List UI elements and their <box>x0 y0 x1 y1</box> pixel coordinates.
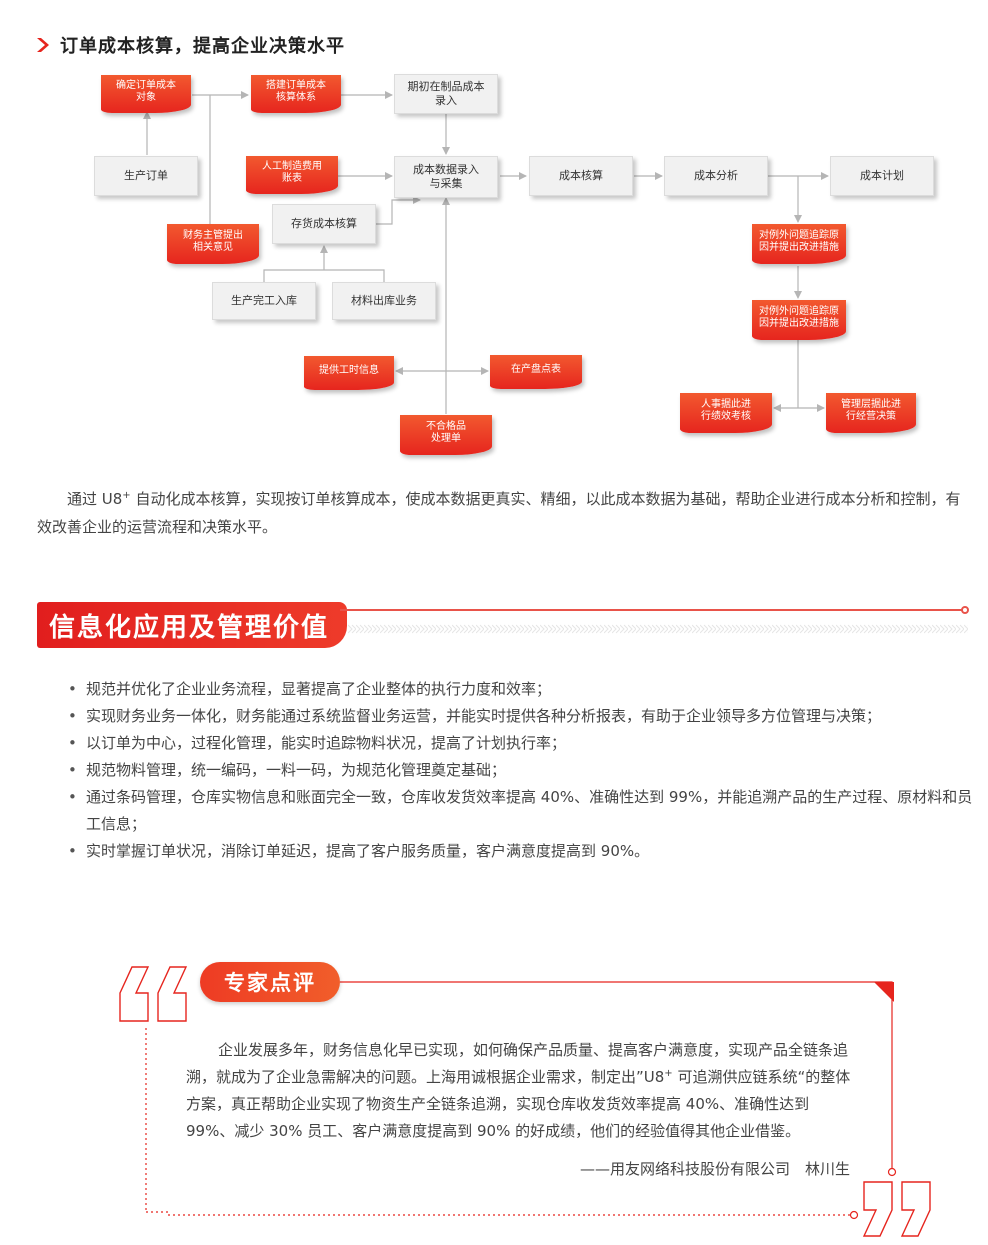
flow-node-label: 提供工时信息 <box>319 364 379 376</box>
flow-node-label: 成本计划 <box>860 169 904 182</box>
list-item: 规范物料管理，统一编码，一料一码，为规范化管理奠定基础； <box>68 757 973 784</box>
flow-node-label: 存货成本核算 <box>291 217 357 230</box>
list-item: 规范并优化了企业业务流程，显著提高了企业整体的执行力度和效率； <box>68 676 973 703</box>
summary-text-2: 自动化成本核算，实现按订单核算成本，使成本数据更真实、精细，以此成本数据为基础，… <box>37 490 961 536</box>
review-superscript: + <box>664 1068 673 1079</box>
section1-title: 订单成本核算，提高企业决策水平 <box>60 36 345 57</box>
flow-node-duili2: 对例外问题追踪原 因并提出改进措施 <box>752 300 846 340</box>
flow-node-qichu: 期初在制品成本 录入 <box>394 74 498 114</box>
flow-node-renshi: 人事据此进 行绩效考核 <box>680 393 772 433</box>
flow-node-chengben-jihua: 成本计划 <box>830 156 934 196</box>
flow-node-duili1: 对例外问题追踪原 因并提出改进措施 <box>752 224 846 264</box>
frame-corner <box>874 982 894 1002</box>
banner-background <box>37 602 347 648</box>
review-label-badge: 专家点评 <box>200 962 340 1002</box>
summary-superscript: + <box>122 490 131 501</box>
review-text-2: 可追溯供应链系统“的整体方案，真正帮助企业实现了物资生产全链条追溯，实现仓库收发… <box>186 1068 851 1140</box>
flow-node-label: 搭建订单成本 核算体系 <box>266 79 326 103</box>
value-list: 规范并优化了企业业务流程，显著提高了企业整体的执行力度和效率； 实现财务业务一体… <box>68 676 973 865</box>
flow-node-label: 期初在制品成本 录入 <box>407 80 485 107</box>
flow-node-caiwu: 财务主管提出 相关意见 <box>167 224 259 264</box>
flow-node-label: 成本分析 <box>694 169 738 182</box>
open-quote-icon <box>119 966 188 1022</box>
section1-header: 订单成本核算，提高企业决策水平 <box>34 30 345 60</box>
list-item: 实现财务业务一体化，财务能通过系统监督业务运营，并能实时提供各种分析报表，有助于… <box>68 703 973 730</box>
close-quote-icon <box>862 1181 931 1237</box>
flow-node-label: 对例外问题追踪原 因并提出改进措施 <box>759 305 839 329</box>
cost-flow-diagram: 确定订单成本 对象 搭建订单成本 核算体系 人工制造费用 账表 财务主管提出 相… <box>0 0 988 470</box>
flow-node-label: 确定订单成本 对象 <box>116 79 176 103</box>
summary-paragraph: 通过 U8+ 自动化成本核算，实现按订单核算成本，使成本数据更真实、精细，以此成… <box>37 485 967 541</box>
flow-node-label: 材料出库业务 <box>351 294 417 307</box>
chevron-right-icon <box>37 38 49 52</box>
flow-node-dajian: 搭建订单成本 核算体系 <box>251 75 341 113</box>
flow-node-gongshi: 提供工时信息 <box>304 356 394 390</box>
flow-node-guanli: 管理层据此进 行经营决策 <box>826 393 916 433</box>
flow-node-label: 不合格品 处理单 <box>426 420 466 444</box>
flow-node-cailiao: 材料出库业务 <box>332 282 436 320</box>
flow-node-shengchan-dingdan: 生产订单 <box>94 156 198 196</box>
flow-node-wangong: 生产完工入库 <box>212 282 316 320</box>
list-item: 通过条码管理，仓库实物信息和账面完全一致，仓库收发货效率提高 40%、准确性达到… <box>68 784 973 838</box>
flow-node-label: 财务主管提出 相关意见 <box>183 229 243 253</box>
flow-node-chengben-hesuan: 成本核算 <box>529 156 633 196</box>
banner-divider-line <box>340 609 968 611</box>
flow-node-label: 成本数据录入 与采集 <box>413 163 479 190</box>
flow-node-label: 生产完工入库 <box>231 294 297 307</box>
flow-node-label: 在产盘点表 <box>511 363 561 375</box>
flow-node-zaichan: 在产盘点表 <box>490 355 582 389</box>
flow-node-queding: 确定订单成本 对象 <box>101 75 191 113</box>
flow-node-buhege: 不合格品 处理单 <box>400 415 492 455</box>
banner-hatch-decoration <box>348 622 968 636</box>
flow-node-label: 人工制造费用 账表 <box>262 160 322 184</box>
review-text: 企业发展多年，财务信息化早已实现，如何确保产品质量、提高客户满意度，实现产品全链… <box>186 1037 852 1145</box>
flow-node-label: 对例外问题追踪原 因并提出改进措施 <box>759 229 839 253</box>
flow-node-label: 管理层据此进 行经营决策 <box>841 398 901 422</box>
flow-node-label: 生产订单 <box>124 169 168 182</box>
flow-node-label: 人事据此进 行绩效考核 <box>701 398 751 422</box>
list-item: 实时掌握订单状况，消除订单延迟，提高了客户服务质量，客户满意度提高到 90%。 <box>68 838 973 865</box>
flow-node-cunhuo: 存货成本核算 <box>272 204 376 244</box>
flow-node-chengben-luru: 成本数据录入 与采集 <box>394 156 498 198</box>
section2-banner: 信息化应用及管理价值 <box>37 602 347 648</box>
review-text-1: 企业发展多年，财务信息化早已实现，如何确保产品质量、提高客户满意度，实现产品全链… <box>186 1041 849 1086</box>
banner-end-dot <box>961 606 969 614</box>
list-item: 以订单为中心，过程化管理，能实时追踪物料状况，提高了计划执行率； <box>68 730 973 757</box>
review-signature: ——用友网络科技股份有限公司 林川生 <box>579 1160 850 1178</box>
summary-text-1: 通过 U8 <box>67 490 123 508</box>
flow-node-label: 成本核算 <box>559 169 603 182</box>
flow-node-chengben-fenxi: 成本分析 <box>664 156 768 196</box>
flow-node-rengong: 人工制造费用 账表 <box>246 156 338 194</box>
section2-title: 信息化应用及管理价值 <box>49 613 330 643</box>
